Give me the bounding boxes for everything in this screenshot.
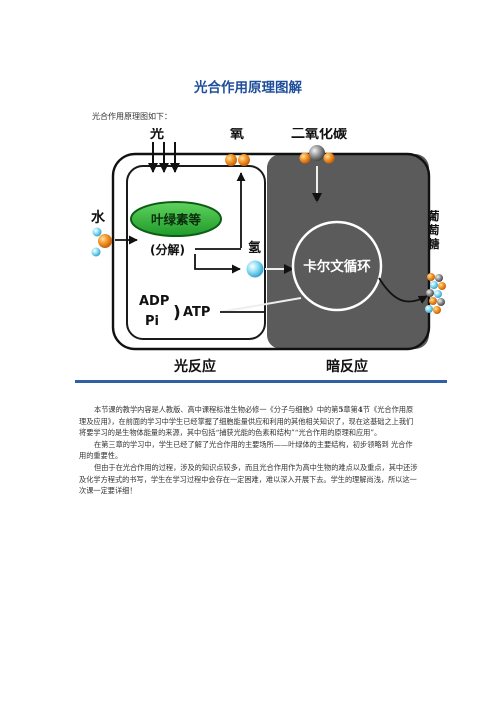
co2-label: 二氧化碳 (291, 128, 348, 142)
paragraph-3: 但由于在光合作用的过程，涉及的知识点较多，而且光合作用作为高中生物的难点以及重点… (79, 462, 418, 496)
split-to-hydrogen (194, 254, 241, 274)
paragraph-2: 在第三章的学习中，学生已经了解了光合作用的主要场所——叶绿体的主要结构，初步领略… (79, 439, 413, 461)
chlorophyll-label: 叶绿素等 (151, 212, 202, 227)
diagram-svg: 光 氧 二氧化碳 水 叶绿素等 (分解) 氢 (91, 128, 446, 375)
chapter-number: 5 (338, 405, 344, 414)
light-reaction-label: 光反应 (173, 358, 216, 375)
water-label: 水 (91, 209, 106, 226)
paragraph-1: 本节课的教学内容是人教版、高中课程标准生物必修一《分子与细胞》中的第5章第4节《… (79, 404, 419, 439)
atp-label: ATP (183, 305, 210, 320)
glucose-label: 葡 萄 糖 (427, 209, 444, 251)
water-hydrogen-top (92, 227, 102, 237)
co2-carbon (309, 145, 325, 161)
oxygen-molecule-right (238, 154, 250, 166)
document-title: 光合作用原理图解 (194, 80, 302, 96)
paragraph-1-part-c: 节《光合作用原理及应用》，在前面的学习中学生已经掌握了细胞能量供应和利用的其他相… (79, 405, 414, 438)
photosynthesis-diagram: 光 氧 二氧化碳 水 叶绿素等 (分解) 氢 (75, 128, 447, 383)
glucose-char-2: 萄 (428, 223, 440, 237)
water-hydrogen-bottom (91, 247, 101, 257)
calvin-cycle-label: 卡尔文循环 (303, 258, 371, 275)
co2-oxygen-left (299, 152, 311, 164)
oxygen-molecule-left (225, 154, 237, 166)
section-number: 4 (357, 405, 363, 414)
water-oxygen (98, 234, 112, 248)
glucose-char-3: 糖 (428, 237, 440, 251)
intro-text: 光合作用原理图如下： (92, 112, 172, 121)
calvin-cycle-circle (291, 220, 383, 312)
glucose-char-1: 葡 (427, 209, 440, 223)
chlorophyll-shape (130, 201, 222, 237)
paragraph-1-part-b: 章第 (343, 405, 358, 414)
dark-reaction-zone (267, 154, 429, 349)
glucose-molecules (425, 273, 446, 314)
atp-to-cycle-arrow (219, 297, 302, 313)
adp-label: ADP (139, 294, 169, 309)
paragraph-1-part-a: 本节课的教学内容是人教版、高中课程标准生物必修一《分子与细胞》中的第 (94, 405, 339, 414)
split-label: (分解) (150, 242, 185, 257)
light-arrows (148, 142, 180, 173)
light-label: 光 (149, 128, 164, 142)
bracket-symbol: ) (173, 303, 181, 323)
hydrogen-label: 氢 (248, 240, 261, 256)
hydrogen-molecule (246, 260, 264, 278)
co2-oxygen-right (323, 152, 335, 164)
glucose-output-arrow (378, 277, 428, 304)
dark-reaction-label: 暗反应 (326, 358, 368, 375)
chloroplast-outline (111, 152, 431, 351)
body-text: 本节课的教学内容是人教版、高中课程标准生物必修一《分子与细胞》中的第5章第4节《… (79, 404, 419, 497)
oxygen-label: 氧 (229, 128, 244, 142)
pi-label: Pi (145, 314, 159, 329)
